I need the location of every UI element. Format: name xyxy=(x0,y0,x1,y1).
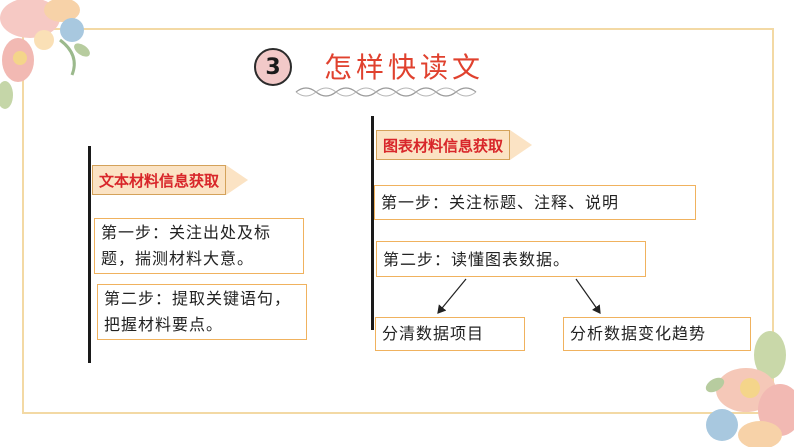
content-frame xyxy=(22,28,774,414)
left-section-tag: 文本材料信息获取 xyxy=(92,165,249,195)
branch-box-2: 分析数据变化趋势 xyxy=(563,317,751,351)
ornamental-divider xyxy=(295,87,477,97)
title-area: 3 怎样快读文 xyxy=(254,44,514,94)
branch-box-1: 分清数据项目 xyxy=(375,317,525,351)
flower-decoration-top-left xyxy=(0,0,90,109)
left-step-1: 第一步：关注出处及标题，揣测材料大意。 xyxy=(94,218,304,274)
left-step-2: 第二步：提取关键语句，把握材料要点。 xyxy=(97,284,307,340)
right-step-1: 第一步：关注标题、注释、说明 xyxy=(374,185,696,220)
section-number-badge: 3 xyxy=(254,48,292,86)
right-vertical-line xyxy=(371,116,374,330)
right-section-tag-label: 图表材料信息获取 xyxy=(376,130,511,160)
right-tag-arrow xyxy=(510,130,533,160)
left-vertical-line xyxy=(88,146,91,363)
flower-decoration-bottom-right xyxy=(705,331,794,447)
left-section-tag-label: 文本材料信息获取 xyxy=(92,165,227,195)
right-step-2: 第二步：读懂图表数据。 xyxy=(376,241,646,277)
left-tag-arrow xyxy=(226,165,249,195)
right-section-tag: 图表材料信息获取 xyxy=(376,130,533,160)
page-title: 怎样快读文 xyxy=(324,51,485,84)
